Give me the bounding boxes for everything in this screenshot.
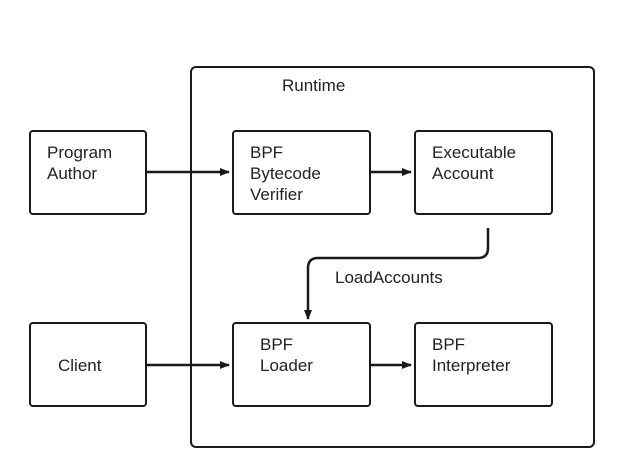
runtime-container [190, 66, 595, 448]
arrow-load-accounts [304, 228, 490, 320]
bytecode-verifier-box: BPF Bytecode Verifier [232, 130, 371, 215]
client-label: Client [58, 356, 102, 375]
bpf-interpreter-label: BPF Interpreter [432, 335, 511, 375]
bpf-loader-box: BPF Loader [232, 322, 371, 407]
executable-account-box: Executable Account [414, 130, 553, 215]
bytecode-verifier-label: BPF Bytecode Verifier [250, 143, 321, 204]
load-accounts-label: LoadAccounts [335, 268, 443, 287]
program-author-label: Program Author [47, 143, 113, 183]
client-box: Client [29, 322, 147, 407]
bpf-loader-label: BPF Loader [260, 335, 313, 375]
executable-account-label: Executable Account [432, 143, 517, 183]
program-author-box: Program Author [29, 130, 147, 215]
bpf-interpreter-box: BPF Interpreter [414, 322, 553, 407]
runtime-label: Runtime [282, 76, 346, 95]
